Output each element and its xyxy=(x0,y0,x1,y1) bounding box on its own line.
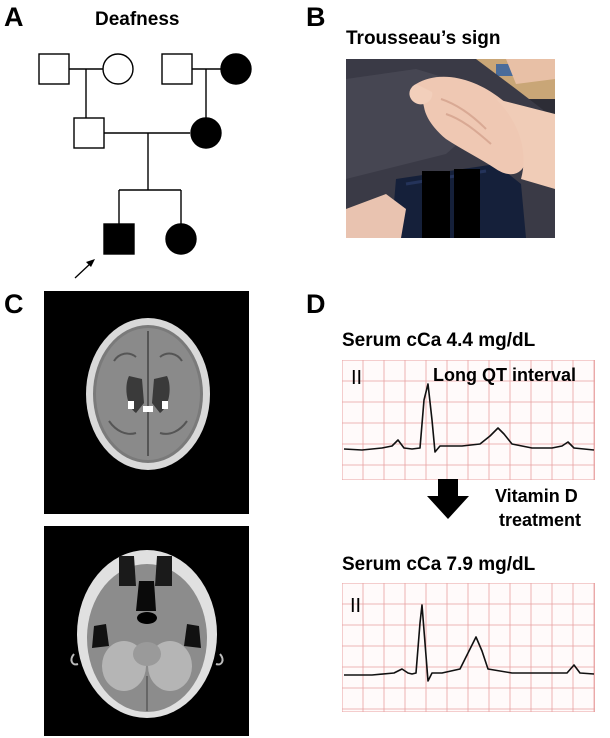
trousseau-photo xyxy=(346,59,555,238)
serum-calcium-after: Serum cCa 7.9 mg/dL xyxy=(342,554,536,575)
father xyxy=(73,117,105,149)
pedigree-chart xyxy=(38,53,252,279)
panel-d-letter: D xyxy=(306,289,326,319)
ecg-lead-label-after: II xyxy=(350,595,362,617)
ecg-waveform-after xyxy=(344,604,595,682)
trousseau-title: Trousseau’s sign xyxy=(346,28,501,49)
treatment-line-2: treatment xyxy=(499,510,582,530)
panel-c-letter: C xyxy=(4,289,24,319)
proband-affected xyxy=(103,223,135,255)
ecg-grid xyxy=(342,360,595,480)
down-arrow-icon xyxy=(427,479,469,519)
ct-scan-lower xyxy=(44,526,249,736)
treatment-line-1: Vitamin D xyxy=(495,486,578,506)
ecg-trace-after xyxy=(342,583,595,712)
panel-a-letter: A xyxy=(4,2,24,32)
grandmother-maternal-affected xyxy=(220,53,252,85)
long-qt-annotation: Long QT interval xyxy=(433,365,577,385)
sister-affected xyxy=(165,223,197,255)
panel-b-letter: B xyxy=(306,2,326,32)
ecg-grid xyxy=(342,583,595,712)
grandfather-maternal xyxy=(161,53,193,85)
grandmother-paternal xyxy=(102,53,134,85)
ct-scan-upper xyxy=(44,291,249,514)
pedigree-title: Deafness xyxy=(95,9,180,30)
grandfather-paternal xyxy=(38,53,70,85)
ecg-waveform-before xyxy=(343,383,595,453)
proband-arrow xyxy=(74,259,95,279)
mother-affected xyxy=(190,117,222,149)
serum-calcium-before: Serum cCa 4.4 mg/dL xyxy=(342,330,536,351)
ecg-lead-label-before: II xyxy=(351,367,363,389)
ecg-trace-before xyxy=(342,360,595,480)
